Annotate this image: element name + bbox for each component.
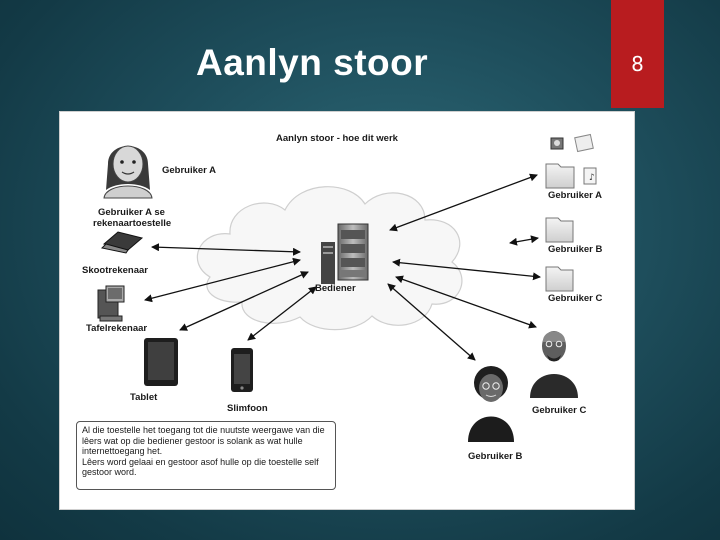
label-phone: Slimfoon [227,403,268,414]
svg-text:♪: ♪ [589,173,595,183]
note-line-1: Al die toestelle het toegang tot die nuu… [82,425,330,457]
diagram-figure: ♪ Aanlyn stoor - [59,111,635,510]
note-line-2: Lêers word gelaai en gestoor asof hulle … [82,457,330,478]
user-b-avatar-icon [468,366,514,442]
user-c-avatar-icon [530,331,578,398]
info-note-box: Al die toestelle het toegang tot die nuu… [76,421,336,490]
folder-user-b-icon [546,218,573,242]
label-desktop: Tafelrekenaar [86,323,147,334]
desktop-computer-icon [98,286,124,321]
label-tablet: Tablet [130,392,157,403]
folder-user-a-icon: ♪ [546,134,596,188]
diagram-title: Aanlyn stoor - hoe dit werk [276,133,398,144]
page-number-tab: 8 [611,0,664,108]
label-user-c: Gebruiker C [532,405,586,416]
user-a-avatar-icon [104,146,152,198]
laptop-icon [102,232,142,253]
label-laptop: Skootrekenaar [82,265,148,276]
folder-user-c-icon [546,267,573,291]
label-user-a-devices-line1: Gebruiker A se [98,207,165,218]
label-user-a-devices-line2: rekenaartoestelle [93,218,171,229]
label-user-a: Gebruiker A [162,165,216,176]
label-folder-b: Gebruiker B [548,244,602,255]
label-server: Bediener [315,283,356,294]
slide-title: Aanlyn stoor [196,42,428,84]
label-user-b: Gebruiker B [468,451,522,462]
arrow-folder-b [510,238,538,243]
page-number: 8 [611,52,664,76]
label-folder-a: Gebruiker A [548,190,602,201]
label-folder-c: Gebruiker C [548,293,602,304]
smartphone-icon [231,348,253,392]
tablet-icon [144,338,178,386]
